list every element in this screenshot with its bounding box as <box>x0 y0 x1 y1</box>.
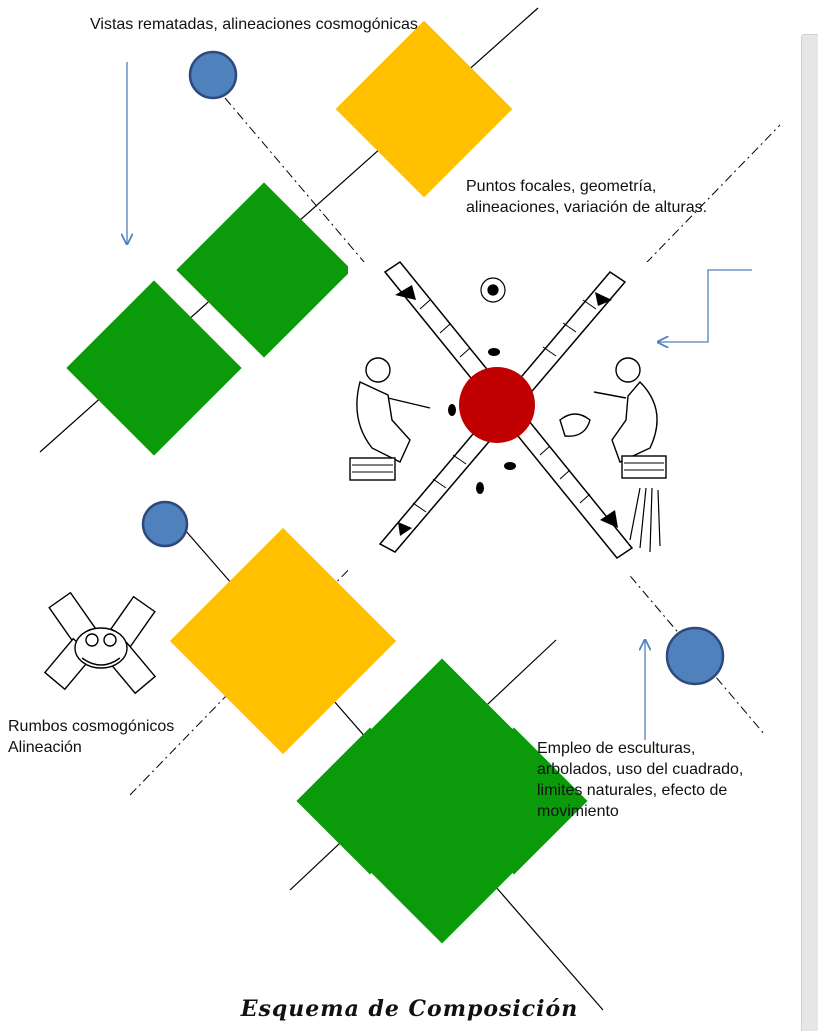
diagram-title: Esquema de Composición <box>240 996 579 1022</box>
green-diamond-lower-bottom <box>368 796 516 944</box>
blue-node-middle-left <box>141 500 189 548</box>
arrow-elbow-left <box>658 269 752 342</box>
label-empleo-esculturas: Empleo de esculturas, arbolados, uso del… <box>537 740 744 820</box>
label-puntos-focales: Puntos focales, geometría, alineaciones,… <box>466 178 708 216</box>
gold-diamond-top <box>335 20 513 198</box>
cosmogonic-glyph-icon <box>43 591 157 695</box>
green-diamond-upper-a <box>176 182 352 358</box>
dashdot-line-left <box>224 97 766 736</box>
label-vistas-rematadas: Vistas rematadas, alineaciones cosmogóni… <box>90 16 418 33</box>
blue-node-bottom-right <box>665 626 725 686</box>
label-rumbos-cosmogonicos: Rumbos cosmogónicos Alineación <box>8 718 175 756</box>
gold-diamond-bottom <box>169 527 397 755</box>
side-scroll-panel[interactable] <box>801 34 818 1031</box>
center-focal-node <box>459 367 535 443</box>
green-diamond-upper-b <box>66 280 242 456</box>
blue-node-top-left <box>188 50 238 100</box>
